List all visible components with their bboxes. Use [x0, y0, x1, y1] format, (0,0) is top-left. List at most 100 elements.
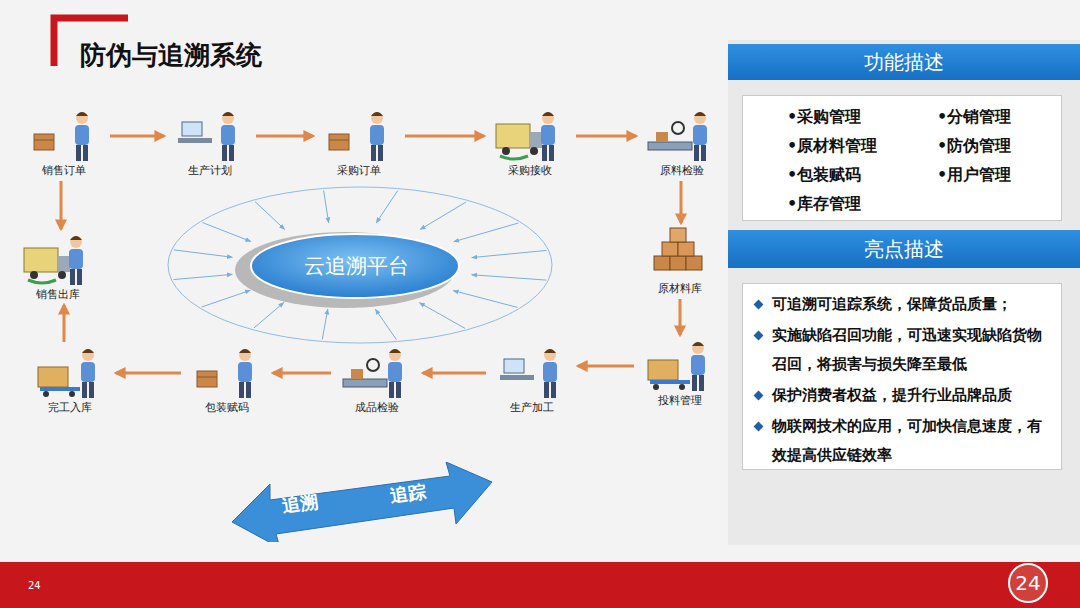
process-icon [636, 338, 720, 394]
flow-arrow [680, 181, 683, 223]
function-item: •分销管理 [937, 102, 1067, 131]
highlight-row: 物联网技术的应用，可加快信息速度，有效提高供应链效率 [753, 412, 1053, 470]
highlight-row: 实施缺陷召回功能，可迅速实现缺陷货物召回，将损害与损失降至最低 [753, 321, 1053, 379]
step-label: 成品检验 [333, 401, 421, 415]
process-icon [166, 108, 250, 164]
footer-bar [0, 562, 1080, 608]
header-band: 亮点描述 [728, 230, 1080, 268]
radial-arrows [174, 190, 547, 339]
highlight-row: 可追溯可追踪系统，保障货品质量； [753, 290, 1053, 319]
process-icon [183, 345, 267, 401]
function-item: •采购管理 [787, 102, 937, 131]
process-step: 原料检验 [638, 108, 726, 178]
process-step: 销售出库 [14, 232, 102, 302]
side-panel [728, 40, 1080, 545]
function-item: •库存管理 [787, 189, 937, 218]
flow-arrow [423, 372, 486, 375]
bullet-diamond [754, 300, 764, 310]
radial-arrow [453, 291, 517, 308]
step-label: 生产加工 [488, 401, 576, 415]
function-item: •用户管理 [937, 160, 1067, 189]
highlight-item: 保护消费者权益，提升行业品牌品质 [772, 381, 1012, 410]
step-label: 原材料库 [636, 282, 724, 296]
radial-arrow [419, 303, 465, 329]
process-step: 包装赋码 [183, 345, 271, 415]
flow-arrow [60, 181, 63, 229]
radial-arrow [202, 290, 251, 307]
process-icon [20, 108, 104, 164]
flow-arrow [576, 135, 636, 138]
radial-arrow [254, 302, 284, 328]
radial-arrow [174, 274, 233, 279]
process-icon [488, 345, 572, 401]
radial-arrow [174, 250, 233, 257]
flow-arrow [63, 305, 66, 342]
step-label: 完工入库 [26, 401, 114, 415]
step-label: 原料检验 [638, 164, 726, 178]
page-number: 24 [1008, 563, 1048, 603]
page-number-text: 24 [1015, 571, 1040, 595]
radial-arrow [322, 309, 328, 339]
process-step: 原材料库 [636, 226, 724, 296]
function-item: •包装赋码 [787, 160, 937, 189]
double-arrow: 追溯 追踪 [230, 462, 495, 542]
highlight-row: 保护消费者权益，提升行业品牌品质 [753, 381, 1053, 410]
process-step: 采购接收 [486, 108, 574, 178]
radial-arrow [324, 190, 329, 222]
function-item: •防伪管理 [937, 131, 1067, 160]
radial-arrow [376, 191, 398, 223]
radial-arrow [420, 202, 466, 230]
bullet-diamond [754, 422, 764, 432]
footer-page-label: 24 [28, 580, 41, 591]
step-label: 包装赋码 [183, 401, 271, 415]
radial-arrow [472, 275, 547, 280]
highlight-item: 可追溯可追踪系统，保障货品质量； [772, 290, 1012, 319]
flow-arrow [405, 135, 484, 138]
panel-heading: 亮点描述 [864, 236, 944, 263]
process-step: 生产加工 [488, 345, 576, 415]
orbit-ellipse [168, 187, 552, 343]
panel-heading: 功能描述 [864, 49, 944, 76]
flow-arrow [116, 372, 181, 375]
process-step: 投料管理 [636, 338, 724, 408]
process-icon [315, 108, 399, 164]
process-icon [26, 345, 110, 401]
function-item: •原材料管理 [787, 131, 937, 160]
arrow-shape [230, 462, 495, 542]
process-icon [333, 345, 417, 401]
direction-label: 追踪 [389, 480, 428, 509]
header-band: 功能描述 [728, 44, 1080, 80]
process-step: 采购订单 [315, 108, 403, 178]
highlight-item: 物联网技术的应用，可加快信息速度，有效提高供应链效率 [772, 412, 1053, 470]
process-icon [486, 108, 570, 164]
radial-arrow [454, 223, 519, 242]
step-label: 销售订单 [20, 164, 108, 178]
direction-label: 追溯 [281, 490, 320, 519]
text-box: 可追溯可追踪系统，保障货品质量；实施缺陷召回功能，可迅速实现缺陷货物召回，将损害… [742, 283, 1062, 470]
radial-arrow [375, 309, 396, 339]
process-step: 生产计划 [166, 108, 254, 178]
text-box: •采购管理•原材料管理•包装赋码•库存管理•分销管理•防伪管理•用户管理 [742, 95, 1062, 221]
platform-label: 云追溯平台 [304, 252, 409, 280]
highlight-item: 实施缺陷召回功能，可迅速实现缺陷货物召回，将损害与损失降至最低 [772, 321, 1053, 379]
step-label: 采购订单 [315, 164, 403, 178]
flow-arrow [273, 372, 331, 375]
flow-arrow [110, 135, 164, 138]
process-icon [638, 108, 722, 164]
step-label: 投料管理 [636, 394, 724, 408]
slide-title: 防伪与追溯系统 [80, 38, 262, 73]
step-label: 采购接收 [486, 164, 574, 178]
bullet-diamond [754, 391, 764, 401]
platform-ellipse: 云追溯平台 [245, 232, 460, 300]
process-step: 完工入库 [26, 345, 114, 415]
radial-arrow [472, 250, 547, 257]
step-label: 销售出库 [14, 288, 102, 302]
process-icon [14, 232, 98, 288]
process-icon [636, 226, 720, 282]
flow-arrow [679, 299, 682, 335]
bullet-diamond [754, 331, 764, 341]
process-step: 成品检验 [333, 345, 421, 415]
flow-arrow [256, 135, 313, 138]
flow-arrow [578, 365, 634, 368]
